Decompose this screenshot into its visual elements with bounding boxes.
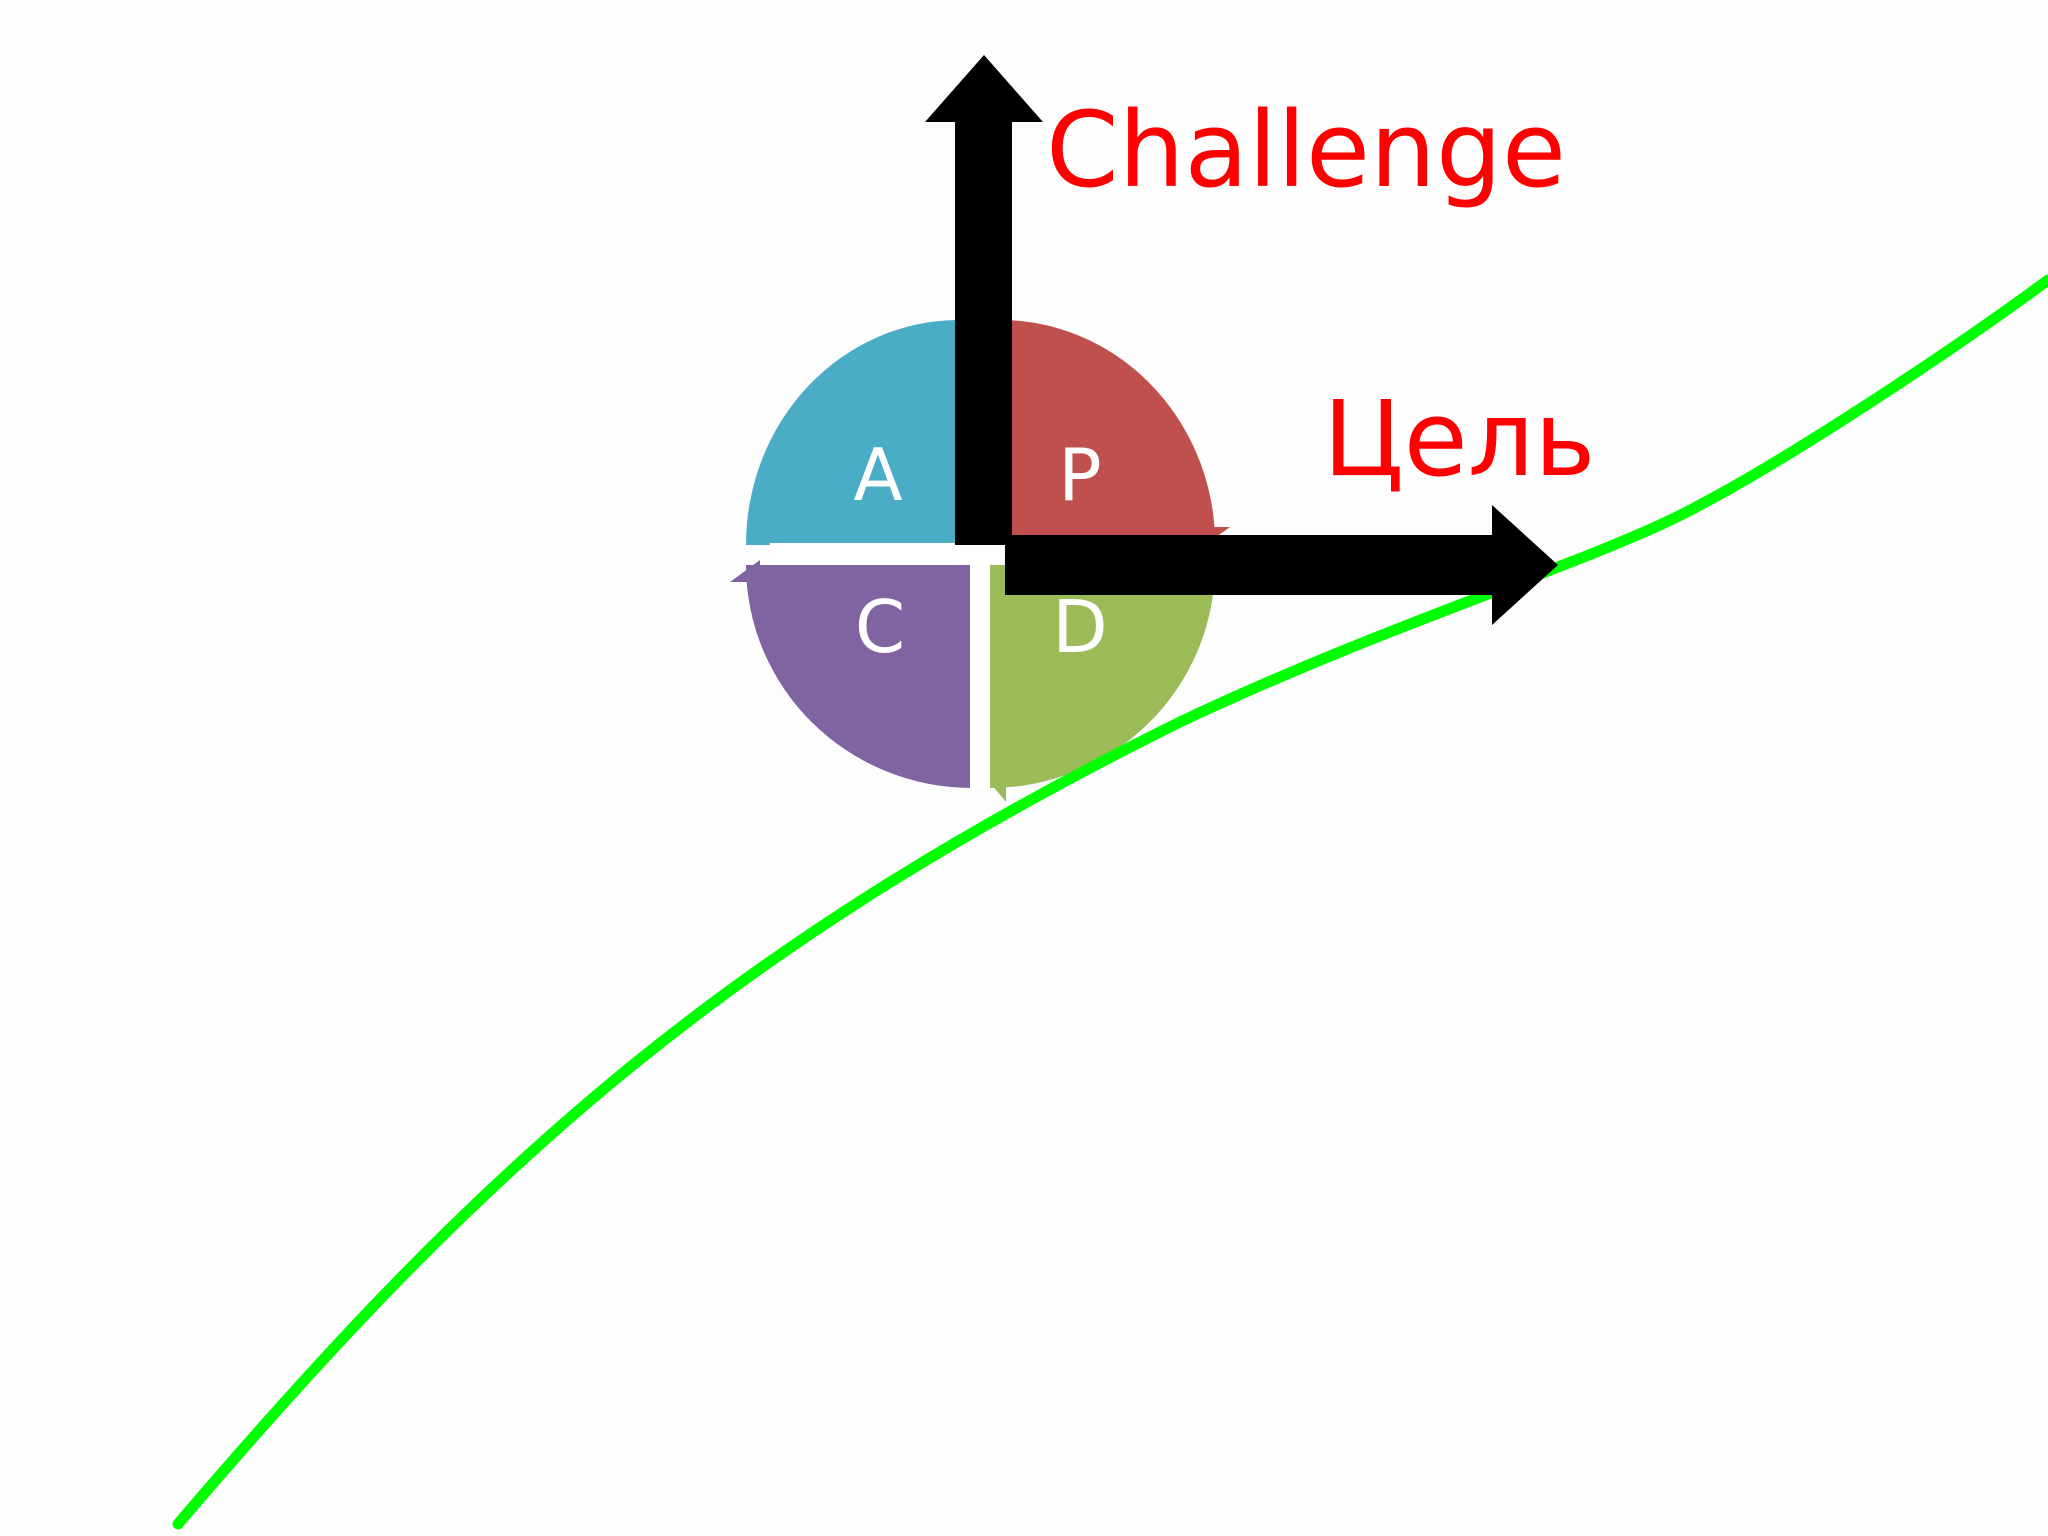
quadrant-letter-a: A	[853, 433, 902, 517]
pdca-cycle: A P C D	[730, 319, 1230, 802]
challenge-label: Challenge	[1046, 89, 1566, 211]
separator-vertical	[970, 560, 990, 788]
cycle-arrowhead-c	[730, 560, 760, 582]
challenge-arrow	[925, 55, 1043, 545]
quadrant-c	[746, 565, 972, 788]
quadrant-letter-c: C	[855, 585, 905, 669]
quadrant-letter-d: D	[1052, 585, 1107, 669]
quadrant-a	[746, 319, 960, 545]
quadrant-d	[990, 565, 1215, 788]
goal-arrow	[1005, 505, 1558, 625]
cycle-arrowhead-d	[986, 778, 1006, 802]
cycle-arrowhead-p	[1200, 527, 1230, 540]
separator-horizontal	[770, 543, 1000, 565]
goal-label: Цель	[1323, 378, 1596, 500]
quadrant-p	[1000, 319, 1215, 535]
quadrant-letter-p: P	[1058, 433, 1101, 517]
growth-curve	[172, 274, 2048, 1530]
